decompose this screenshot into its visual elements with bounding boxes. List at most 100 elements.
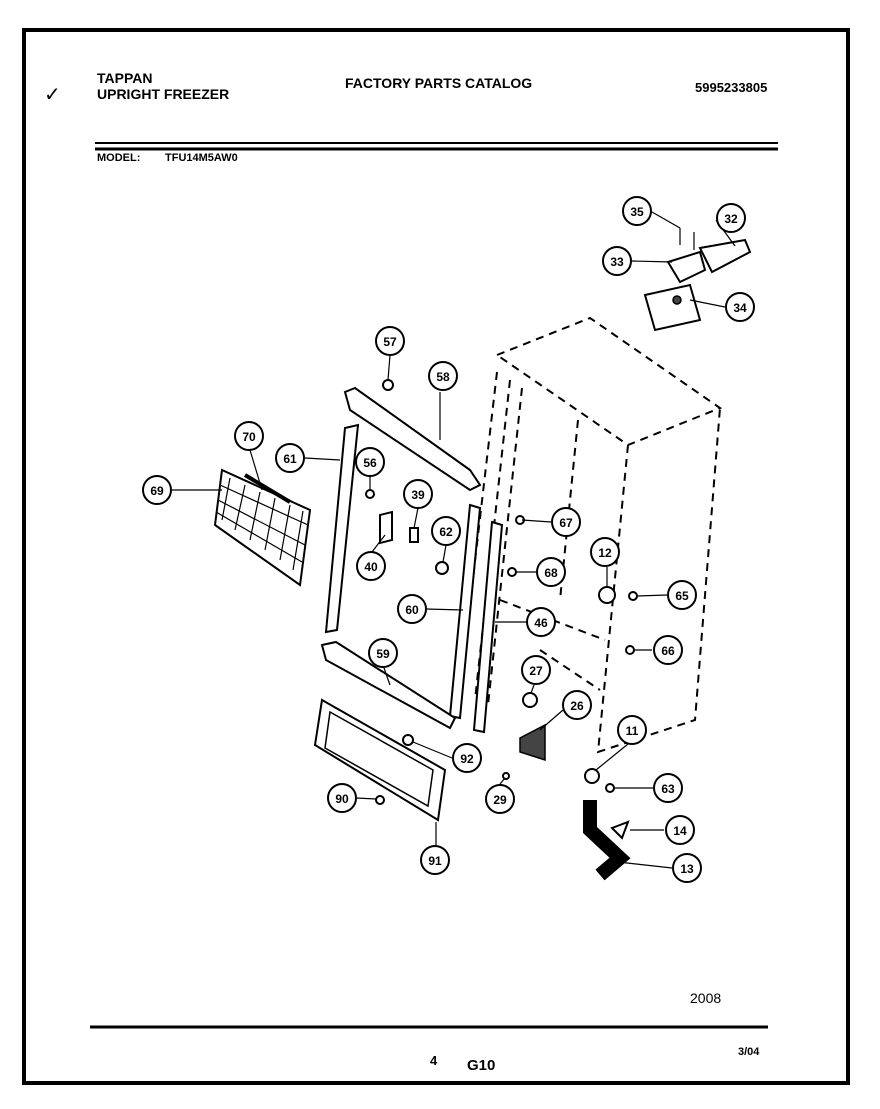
callout-34: 34: [725, 292, 755, 322]
callout-label: 66: [661, 644, 675, 658]
callout-bubble: [142, 475, 172, 505]
callout-11: 11: [617, 715, 647, 745]
callout-bubble: [375, 326, 405, 356]
callout-label: 35: [630, 205, 644, 219]
callout-label: 34: [733, 301, 747, 315]
switch-40: [379, 510, 393, 545]
model-number: TFU14M5AW0: [165, 152, 238, 164]
kickplate-91: [313, 698, 447, 822]
callout-bubble: [665, 815, 695, 845]
diagram-year: 2008: [690, 990, 722, 1006]
callout-bubble: [617, 715, 647, 745]
callout-bubble: [355, 447, 385, 477]
callout-40: 40: [356, 551, 386, 581]
callout-label: 13: [680, 862, 694, 876]
callout-label: 46: [534, 616, 548, 630]
callout-label: 58: [436, 370, 450, 384]
callout-46: 46: [526, 607, 556, 637]
callout-bubble: [602, 246, 632, 276]
callout-65: 65: [667, 580, 697, 610]
callout-label: 68: [544, 566, 558, 580]
clip-92: [402, 734, 414, 746]
callout-label: 62: [439, 525, 453, 539]
callout-26: 26: [562, 690, 592, 720]
callout-label: 33: [610, 255, 624, 269]
callout-70: 70: [234, 421, 264, 451]
shelf-grille-69: [213, 468, 312, 587]
part-39: [409, 527, 419, 543]
screw-56: [365, 489, 375, 499]
callout-62: 62: [431, 516, 461, 546]
callout-69: 69: [142, 475, 172, 505]
callout-label: 56: [363, 456, 377, 470]
strip-46: [472, 520, 504, 734]
bracket-26: [519, 723, 546, 762]
screw-62: [435, 561, 449, 575]
rod-70: [243, 473, 292, 504]
right-rail-60: [448, 503, 482, 720]
left-rail-61: [324, 423, 360, 634]
clamp-14: [610, 820, 630, 840]
callout-label: 39: [411, 488, 425, 502]
callout-67: 67: [551, 507, 581, 537]
catalog-part-number: 5995233805: [695, 80, 768, 95]
door-parts: [313, 386, 504, 822]
drain-hose-13: [583, 800, 631, 881]
callout-bubble: [431, 516, 461, 546]
callout-label: 27: [529, 664, 543, 678]
callout-bubble: [452, 743, 482, 773]
callout-14: 14: [665, 815, 695, 845]
callout-label: 92: [460, 752, 474, 766]
callout-label: 14: [673, 824, 687, 838]
callout-label: 12: [598, 546, 612, 560]
roller-27: [522, 692, 538, 708]
callout-label: 91: [428, 854, 442, 868]
callout-27: 27: [521, 655, 551, 685]
callout-bubble: [368, 638, 398, 668]
callout-label: 90: [335, 792, 349, 806]
callout-bubble: [562, 690, 592, 720]
callout-label: 32: [724, 212, 738, 226]
bottom-gasket-59: [320, 640, 457, 730]
callout-label: 59: [376, 647, 390, 661]
callout-90: 90: [327, 783, 357, 813]
callout-bubble: [672, 853, 702, 883]
callout-63: 63: [653, 773, 683, 803]
callout-label: 60: [405, 603, 419, 617]
callout-59: 59: [368, 638, 398, 668]
leader-lines: [170, 211, 736, 869]
callout-label: 29: [493, 793, 507, 807]
callout-bubble: [275, 443, 305, 473]
callout-label: 11: [626, 724, 639, 738]
screw-57: [382, 379, 394, 391]
section-code: G10: [467, 1057, 496, 1074]
callout-label: 65: [675, 589, 689, 603]
callout-label: 67: [559, 516, 573, 530]
callout-label: 40: [364, 560, 378, 574]
callout-bubble: [521, 655, 551, 685]
callout-bubble: [716, 203, 746, 233]
callout-label: 70: [242, 430, 256, 444]
callout-label: 57: [383, 335, 397, 349]
callout-bubble: [327, 783, 357, 813]
callout-39: 39: [403, 479, 433, 509]
screw-65: [628, 591, 638, 601]
top-hinge-assembly: [643, 228, 752, 332]
brand-name: TAPPAN: [97, 70, 153, 86]
callout-bubble: [428, 361, 458, 391]
callout-bubble: [667, 580, 697, 610]
callout-56: 56: [355, 447, 385, 477]
screw-90: [375, 795, 385, 805]
plug-12: [598, 586, 616, 604]
callout-bubble: [234, 421, 264, 451]
callout-68: 68: [536, 557, 566, 587]
callout-12: 12: [590, 537, 620, 567]
screw-66: [625, 645, 635, 655]
callout-bubble: [622, 196, 652, 226]
drain-fitting-11: [584, 768, 600, 784]
margin-checkmark: ✓: [44, 84, 61, 106]
screw-68: [507, 567, 517, 577]
callout-bubble: [551, 507, 581, 537]
